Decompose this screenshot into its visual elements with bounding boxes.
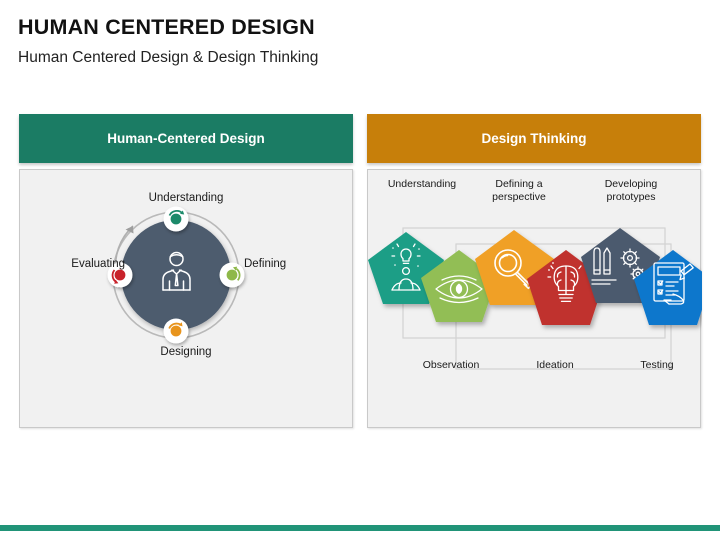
pentagon-flow-svg (368, 227, 702, 370)
human-centered-design-cycle-diagram: Understanding Defining Designing Evaluat… (20, 170, 352, 427)
panel-header-label: Design Thinking (481, 131, 587, 146)
meditating-person-lightbulb-icon (391, 243, 421, 291)
cycle-label-evaluating: Evaluating (71, 258, 125, 270)
cycle-label-designing: Designing (160, 346, 212, 358)
panel-design-thinking: Design Thinking Understanding Defining a… (367, 114, 702, 428)
panel-header-human-centered-design: Human-Centered Design (19, 114, 353, 163)
page-title: HUMAN CENTERED DESIGN (18, 15, 315, 39)
footer-accent-bar (0, 525, 720, 531)
stage-bottom-label-testing: Testing (640, 359, 674, 371)
cycle-node-evaluating[interactable] (107, 262, 133, 288)
stage-bottom-label-ideation: Ideation (536, 359, 574, 371)
panel-body-human-centered-design: Understanding Defining Designing Evaluat… (19, 169, 353, 428)
stage-pentagon-6[interactable] (634, 250, 702, 325)
eye-icon (435, 275, 483, 304)
cycle-arrow-head (125, 226, 134, 234)
stage-bottom-label-observation: Observation (422, 359, 480, 371)
panel-header-design-thinking: Design Thinking (367, 114, 701, 163)
clipboard-checklist-icon (653, 262, 694, 305)
panel-human-centered-design: Human-Centered Design (19, 114, 353, 428)
cycle-node-defining[interactable] (219, 262, 245, 288)
cycle-node-understanding[interactable] (163, 206, 189, 232)
cycle-node-designing[interactable] (163, 318, 189, 344)
page-subtitle: Human Centered Design & Design Thinking (18, 49, 319, 66)
cycle-label-understanding: Understanding (148, 192, 224, 204)
cycle-label-defining: Defining (244, 258, 287, 270)
user-person-icon (162, 251, 191, 291)
stage-top-label-understanding: Understanding (387, 178, 457, 190)
magnifying-glass-icon (494, 249, 532, 290)
panel-header-label: Human-Centered Design (107, 131, 265, 146)
cycle-svg (107, 206, 245, 344)
brain-lightbulb-icon (547, 262, 582, 303)
